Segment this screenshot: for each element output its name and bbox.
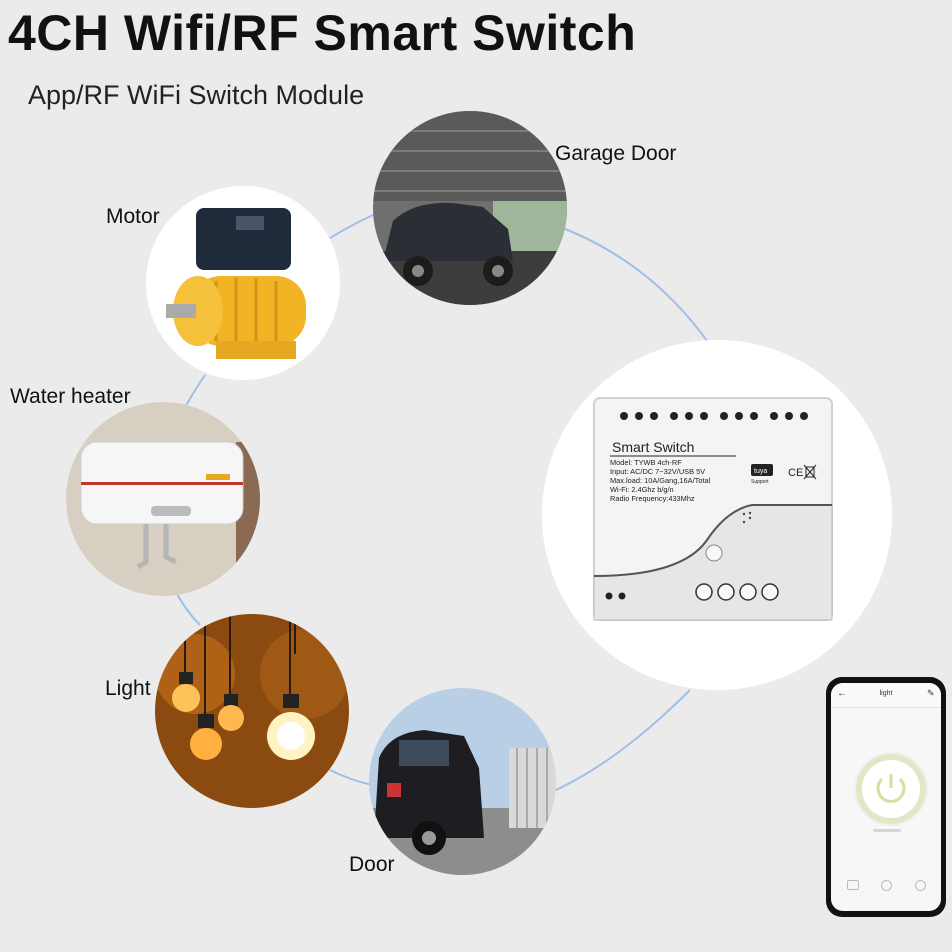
page-subtitle: App/RF WiFi Switch Module (28, 80, 365, 110)
module-spec-4: Radio Frequency:433Mhz (610, 494, 695, 503)
phone-screen-title: light (879, 690, 893, 697)
module-spec-3: Wi-Fi: 2.4Ghz b/g/n (610, 485, 674, 494)
motor-photo (146, 186, 340, 380)
door-photo (369, 688, 556, 875)
water-heater-photo (66, 402, 260, 596)
label-garage-door: Garage Door (555, 142, 677, 165)
label-motor: Motor (106, 205, 160, 228)
page-title: 4CH Wifi/RF Smart Switch (8, 5, 637, 61)
tab-schedule-icon[interactable] (881, 880, 892, 891)
tuya-logo (751, 464, 773, 476)
tab-bar (831, 878, 941, 896)
tab-settings-icon[interactable] (915, 880, 926, 891)
status-text (873, 829, 901, 832)
smart-switch-module-photo: Smart Switch Model: TYWB 4ch-RF Input: A… (542, 340, 892, 690)
tuya-support: Support (751, 479, 769, 485)
ce-mark: CE (788, 467, 803, 479)
edit-icon[interactable]: ✎ (927, 688, 935, 698)
back-icon[interactable]: ← (837, 688, 847, 699)
phone-header: ← light ✎ (831, 683, 941, 708)
power-button[interactable] (856, 754, 926, 824)
light-photo (155, 614, 349, 808)
module-spec-0: Model: TYWB 4ch-RF (610, 458, 682, 467)
label-water-heater: Water heater (10, 385, 131, 408)
phone: ← light ✎ (826, 677, 946, 917)
garage-door-photo (373, 111, 567, 305)
module-name: Smart Switch (612, 439, 694, 455)
label-light: Light (105, 677, 151, 700)
weee-icon (803, 464, 817, 480)
label-door: Door (349, 853, 395, 876)
phone-screen: ← light ✎ (831, 683, 941, 911)
tuya-brand: tuya (754, 468, 767, 475)
power-icon (876, 774, 906, 803)
tab-countdown-icon[interactable] (847, 880, 859, 890)
module-spec-2: Max.load: 10A/Gang,16A/Total (610, 476, 711, 485)
module-spec-1: Input: AC/DC 7~32V/USB 5V (610, 467, 705, 476)
